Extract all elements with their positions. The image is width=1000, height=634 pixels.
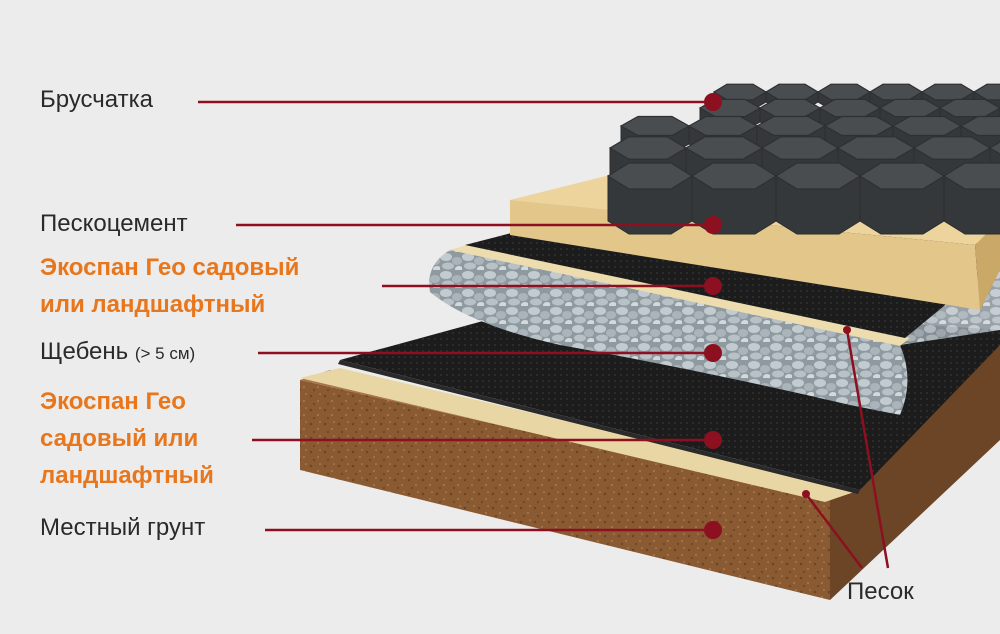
label-gravel: Щебень (> 5 см)	[40, 338, 195, 367]
dot-geo-top	[704, 277, 722, 295]
dot-ground	[704, 521, 722, 539]
leader-lines	[198, 100, 890, 569]
dot-gravel	[704, 344, 722, 362]
leader-sand-upper	[845, 329, 890, 569]
dot-geo-bottom	[704, 431, 722, 449]
label-geo-bottom-line1: Экоспан Гео	[40, 388, 186, 415]
label-gravel-note: (> 5 см)	[134, 344, 196, 363]
label-paving: Брусчатка	[40, 86, 153, 113]
label-geo-top-line2: или ландшафтный	[40, 291, 266, 318]
paver-stone	[942, 162, 1000, 235]
dot-paving	[704, 93, 722, 111]
label-geo-bottom-line3: ландшафтный	[40, 462, 214, 489]
label-gravel-name: Щебень	[40, 338, 129, 365]
label-ground: Местный грунт	[40, 514, 206, 541]
dot-sand-upper	[843, 326, 851, 334]
paver-stone	[606, 162, 694, 235]
paver-stone	[858, 162, 946, 235]
leader-sand-lower	[805, 493, 863, 569]
label-sand: Песок	[847, 578, 914, 605]
paving-layer	[606, 83, 1000, 235]
label-geo-top-line1: Экоспан Гео садовый	[40, 254, 300, 281]
sand-strip-top	[450, 244, 910, 346]
label-geo-bottom-line2: садовый или	[40, 425, 199, 452]
dot-sand-lower	[802, 490, 810, 498]
label-sand-cement: Пескоцемент	[40, 210, 188, 237]
sand-strip-bottom	[300, 368, 860, 502]
dot-sand-cement	[704, 216, 722, 234]
paver-stone	[774, 162, 862, 235]
leader-dots	[704, 93, 851, 539]
